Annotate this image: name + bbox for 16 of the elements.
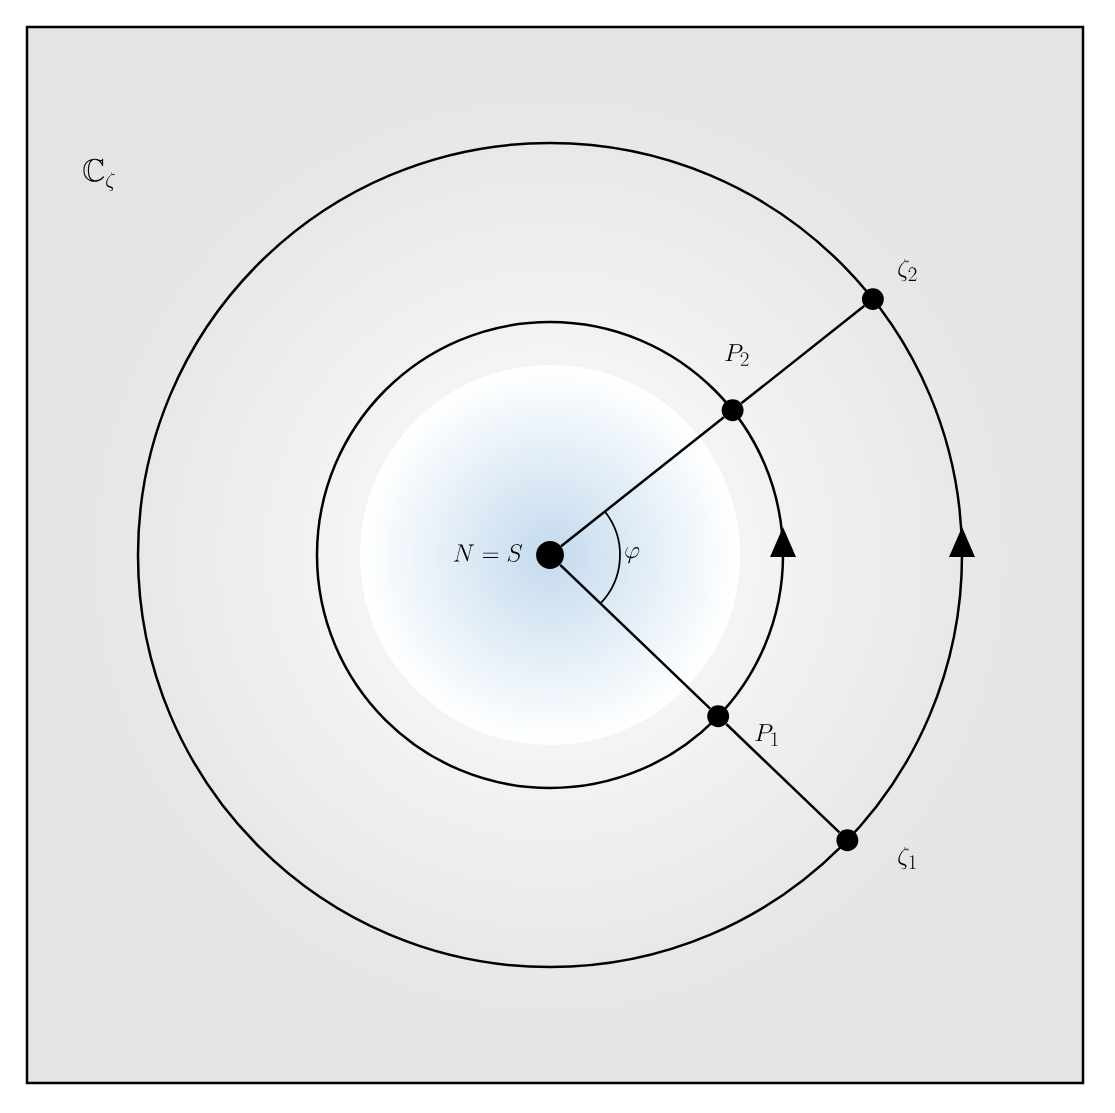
point [536, 541, 564, 569]
point-label: $P_1$ [755, 724, 778, 746]
point [836, 829, 859, 852]
connector-line [740, 305, 865, 405]
connector-line [559, 563, 711, 710]
plane-label: $\mathbb{C}_\zeta$ [83, 158, 115, 192]
point-label: $P_2$ [725, 344, 749, 366]
angle-label: $\varphi$ [625, 547, 640, 564]
point-label: $\zeta_1$ [898, 846, 916, 870]
point [707, 705, 730, 728]
point-label: $\zeta_2$ [898, 258, 917, 282]
point [861, 288, 884, 311]
point [721, 399, 744, 422]
connector-line [560, 416, 725, 548]
connector-line [725, 723, 841, 834]
point-label: $N = S$ [453, 544, 523, 562]
